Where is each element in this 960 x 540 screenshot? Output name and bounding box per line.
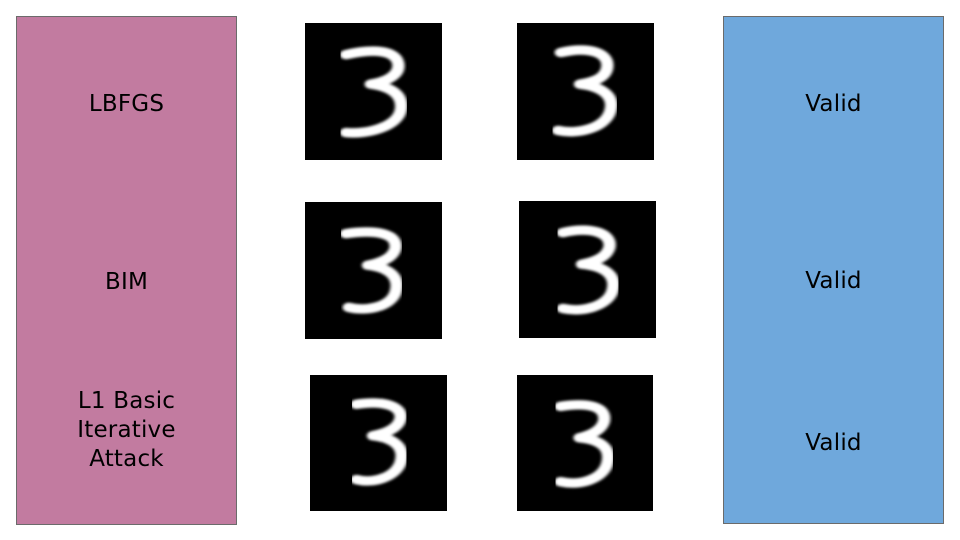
digit-stroke — [350, 398, 408, 486]
digit-stroke — [554, 400, 615, 488]
adversarial-digit-image — [519, 201, 656, 338]
digit-three-glyph — [551, 45, 618, 137]
digit-three-glyph — [556, 225, 620, 315]
digit-three-glyph — [350, 398, 408, 486]
digit-three-glyph — [554, 400, 615, 488]
method-label-bim: BIM — [104, 269, 148, 295]
digit-stroke — [339, 227, 403, 314]
digit-stroke — [551, 45, 618, 137]
result-label: Valid — [805, 430, 862, 456]
digit-three-glyph — [339, 227, 403, 314]
original-digit-image — [310, 375, 447, 511]
original-digit-image — [305, 23, 442, 160]
results-panel: Valid Valid Valid — [723, 16, 944, 524]
method-label-line: Attack — [89, 446, 164, 472]
method-label-l1-basic-iterative-attack: L1 Basic Iterative Attack — [17, 387, 236, 474]
adversarial-digit-image — [517, 375, 653, 511]
result-label: Valid — [805, 268, 862, 294]
digit-stroke — [556, 225, 620, 315]
attack-methods-panel: LBFGS BIM L1 Basic Iterative Attack — [16, 16, 237, 525]
adversarial-digit-image — [517, 23, 654, 160]
original-digit-image — [305, 202, 442, 339]
digit-stroke — [339, 46, 408, 138]
method-label-lbfgs: LBFGS — [88, 91, 165, 117]
digit-three-glyph — [339, 46, 408, 138]
method-label-line: L1 Basic — [77, 388, 176, 414]
method-label-line: Iterative — [77, 417, 176, 443]
result-label: Valid — [805, 91, 862, 117]
